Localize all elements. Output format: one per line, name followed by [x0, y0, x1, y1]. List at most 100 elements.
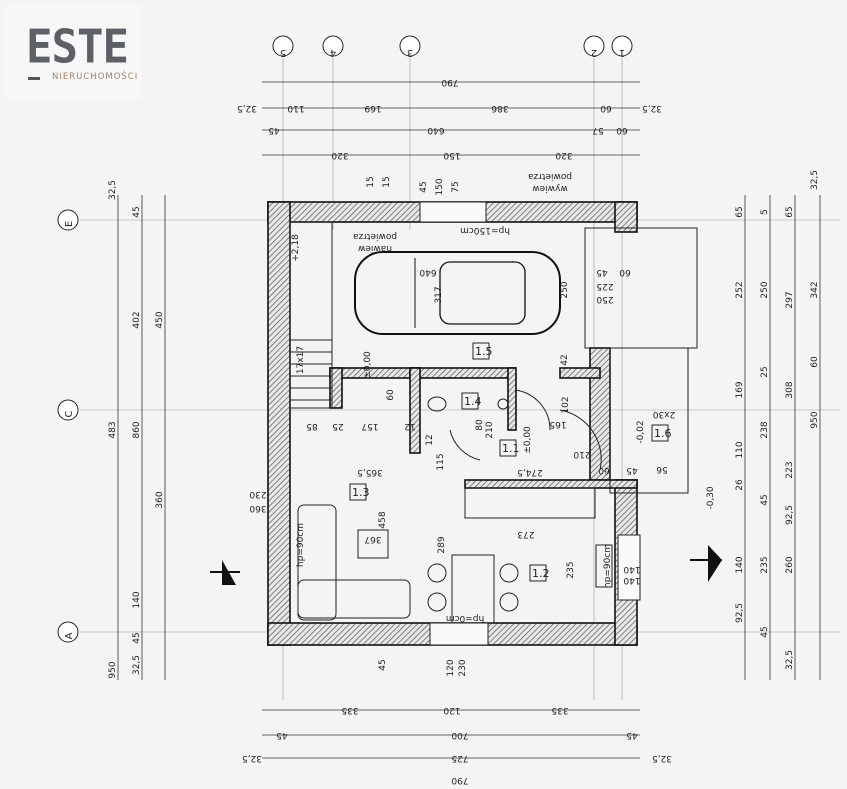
- dimension-label: 110: [735, 441, 745, 458]
- annotation-d367: 367: [364, 534, 381, 544]
- annotation-d157: 157: [361, 421, 378, 431]
- dimension-label: 950: [108, 661, 118, 678]
- dimension-label: 238: [760, 421, 770, 438]
- annotation-g225: 225: [596, 281, 613, 291]
- dimension-label: 169: [364, 103, 381, 113]
- dimension-label: 92,5: [735, 603, 745, 623]
- dimension-label: 45: [132, 206, 142, 217]
- axis-circle: [611, 35, 633, 57]
- dimension-label: 150: [443, 150, 460, 160]
- wall-right-upper: [614, 201, 638, 233]
- dimension-label: 860: [132, 421, 142, 438]
- annotation-lvl0a: ±0,00: [363, 351, 373, 379]
- kitchen-counter-wall: [464, 479, 638, 489]
- dimension-label: 950: [810, 411, 820, 428]
- annotation-stair: 17x17: [296, 346, 306, 374]
- dimension-label: 386: [491, 103, 508, 113]
- dimension-label: 5: [760, 209, 770, 215]
- axis-circle: [399, 35, 421, 57]
- dimension-label: 60: [810, 356, 820, 368]
- annotation-g60: 60: [619, 267, 631, 277]
- dimension-label: 450: [155, 311, 165, 328]
- dimension-label: 320: [331, 150, 348, 160]
- room-1-4: 1.4: [464, 395, 482, 408]
- axis-label: 2: [591, 47, 597, 58]
- annotation-d120: 120: [446, 659, 456, 676]
- annotation-d165: 165: [549, 419, 566, 429]
- dimension-label: 92,5: [785, 505, 795, 525]
- dimension-label: 25: [760, 366, 770, 377]
- dimension-label: 250: [760, 281, 770, 298]
- dimension-label: 26: [735, 479, 745, 491]
- logo-brand: ESTE: [26, 20, 129, 75]
- dimension-label: 65: [735, 206, 745, 217]
- dimension-label: 32,5: [652, 753, 672, 763]
- furniture: [297, 396, 613, 624]
- annotation-d15: 15: [382, 176, 392, 187]
- annotation-d12: 12: [425, 434, 435, 445]
- dimension-label: 235: [760, 556, 770, 573]
- annotation-d45b: 45: [626, 465, 637, 475]
- annotation-d80: 80: [475, 419, 485, 431]
- annotation-d45: 45: [419, 181, 429, 192]
- dimension-label: 335: [341, 705, 358, 715]
- dimension-label: 32,5: [642, 103, 662, 113]
- annotation-d56: 56: [656, 464, 668, 474]
- dimension-label: 60: [600, 103, 612, 113]
- annotation-d75: 75: [451, 181, 461, 192]
- annotations: nawiewpowietrzawywiewpowietrzahp=150cmhp…: [249, 171, 716, 677]
- dimension-label: 32,5: [810, 170, 820, 190]
- annotation-hp90a: hp=90cm: [296, 523, 306, 567]
- annotation-d25: 25: [332, 421, 343, 431]
- annotation-g45: 45: [596, 267, 607, 277]
- annotation-d150: 150: [435, 178, 445, 195]
- dimension-label: 110: [287, 103, 304, 113]
- annotation-lvl0b: ±0,00: [523, 426, 533, 454]
- annotation-d210b: 210: [573, 449, 590, 459]
- annotation-d458: 458: [378, 511, 388, 528]
- dimension-label: 360: [155, 491, 165, 508]
- section-arrow-icon: [222, 560, 236, 585]
- annotation-vent_out_2: powietrza: [528, 171, 572, 181]
- annotation-d230b: 230: [458, 659, 468, 676]
- wall-wc-left: [409, 367, 421, 454]
- axis-label: A: [64, 632, 75, 639]
- dimension-label: 790: [451, 775, 468, 785]
- annotation-car_len: 640: [419, 267, 436, 277]
- axis-circle: [272, 35, 294, 57]
- dimension-label: 223: [785, 461, 795, 478]
- annotation-vent_in_1: nawiew: [358, 243, 392, 253]
- annotation-hp0: hp=0cm: [446, 613, 484, 623]
- annotation-d2x30: 2x30: [652, 409, 675, 419]
- annotation-d45c: 45: [378, 659, 388, 670]
- annotation-d210: 210: [485, 421, 495, 438]
- dimension-label: 297: [785, 291, 795, 308]
- stairs: [289, 221, 333, 409]
- axis-label: C: [64, 410, 75, 417]
- room-1-2: 1.2: [532, 567, 550, 580]
- room-1-6: 1.6: [654, 427, 672, 440]
- annotation-d60: 60: [386, 389, 396, 401]
- annotation-d42: 42: [560, 354, 570, 365]
- annotation-d2745: 274,5: [517, 467, 543, 477]
- room-1-3: 1.3: [352, 486, 370, 499]
- annotation-vent_in_2: powietrza: [353, 231, 397, 241]
- annotation-d15: 15: [366, 176, 376, 187]
- logo-subtitle: NIERUCHOMOŚCI: [52, 72, 139, 82]
- dimension-label: 45: [760, 494, 770, 505]
- annotation-d289: 289: [437, 536, 447, 553]
- annotation-d12b: 12: [404, 421, 415, 431]
- dimension-label: 32,5: [785, 650, 795, 670]
- annotation-d60b: 60: [598, 465, 610, 475]
- dimension-label: 790: [441, 77, 458, 87]
- wall-garage-bottom: [329, 367, 421, 379]
- dimension-label: 57: [592, 125, 603, 135]
- annotation-d140b: 140: [623, 575, 640, 585]
- dimension-label: 308: [785, 381, 795, 398]
- annotation-d235: 235: [566, 561, 576, 578]
- wall-left: [267, 201, 291, 646]
- wall-wc-right: [507, 367, 517, 431]
- logo-dash: [28, 77, 40, 80]
